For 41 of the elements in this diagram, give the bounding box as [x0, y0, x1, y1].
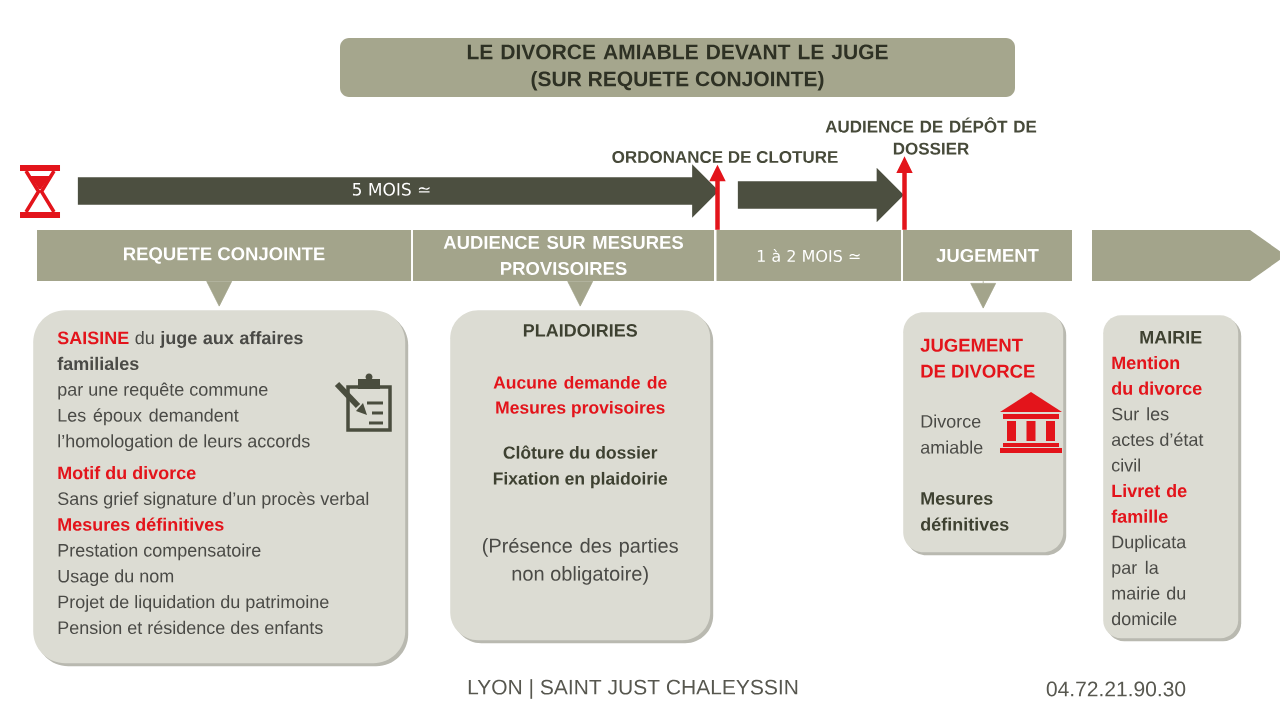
- callout-pointer: [567, 280, 594, 307]
- heading-text: JUGEMENT DE DIVORCE: [920, 338, 1035, 378]
- callout-box: [1103, 315, 1242, 642]
- timeline-segment: [1092, 230, 1280, 281]
- callout-box: [903, 312, 1067, 556]
- body-text: Divorce amiable: [920, 414, 983, 454]
- body-text: Usage du nom: [58, 569, 174, 586]
- heading-text: Motif du divorce: [58, 466, 196, 480]
- milestone-label: ORDONANCE DE CLOTURE: [612, 150, 838, 163]
- node-label: 1 à 2 MOIS ≃: [757, 248, 860, 262]
- bold-text: Mesures définitives: [920, 492, 1009, 531]
- body-text: par une requête commune: [58, 382, 268, 400]
- callout-pointer: [206, 280, 233, 307]
- footer-text: LYON | SAINT JUST CHALEYSSIN: [468, 679, 798, 699]
- heading-text: MAIRIE: [1140, 331, 1202, 344]
- body-text: Prestation compensatoire: [58, 543, 261, 561]
- node-label: AUDIENCE SUR MESURES PROVISOIRES: [443, 235, 683, 276]
- bold-text: Fixation en plaidoirie: [493, 471, 668, 489]
- highlight-text: Mention du divorce: [1111, 356, 1202, 395]
- timeline-segment: 1 à 2 MOIS ≃: [716, 230, 901, 281]
- body-text: Sur les actes d’état civil: [1111, 407, 1204, 472]
- block-arrow: [737, 167, 904, 223]
- bold-text: Clôture du dossier: [503, 445, 658, 459]
- node-label: REQUETE CONJOINTE: [124, 247, 325, 264]
- body-text: (Présence des parties non obligatoire): [482, 537, 678, 585]
- heading-text: PLAIDOIRIES: [523, 324, 637, 337]
- timeline-segment: JUGEMENT: [903, 230, 1072, 281]
- node-label: JUGEMENT: [936, 248, 1039, 263]
- callout-pointer: [970, 280, 997, 309]
- title-box: LE DIVORCE AMIABLE DEVANT LE JUGE (SUR REQUETE CONJOINTE): [340, 38, 1015, 97]
- highlight-text: Aucune demande de Mesures provisoires: [493, 375, 667, 418]
- body-text: Les époux demandent l’homologation de leurs accords: [58, 408, 310, 451]
- body-text: Pension et résidence des enfants: [58, 620, 323, 635]
- body-text: Duplicata par la mairie du domicile: [1111, 535, 1187, 626]
- body-text: Projet de liquidation du patrimoine: [58, 595, 329, 612]
- highlight-text: Livret de famille: [1111, 484, 1187, 523]
- heading-text: Mesures définitives: [58, 517, 224, 531]
- callout-box: [450, 310, 714, 644]
- callout-box: [33, 310, 409, 667]
- phone-number: 04.72.21.90.30: [1046, 681, 1186, 697]
- body-text: Sans grief signature d’un procès verbal: [58, 491, 369, 509]
